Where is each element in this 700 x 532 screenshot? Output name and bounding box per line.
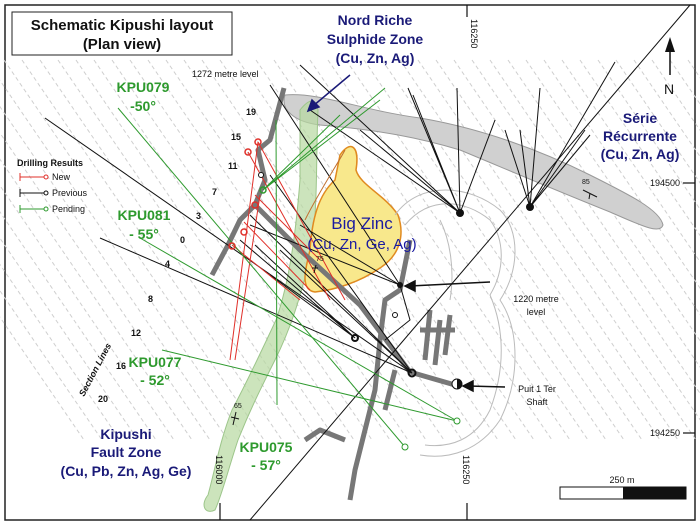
fault-zone-label-1: Kipushi: [100, 426, 151, 442]
nord-riche-arrow: [306, 74, 351, 113]
nord-riche-label-3: (Cu, Zn, Ag): [336, 50, 415, 66]
kpu079-label: KPU079: [117, 79, 170, 95]
kpu077-dip: - 52°: [140, 372, 170, 388]
shaft-label-2: Shaft: [526, 397, 548, 407]
big-zinc-label-1: Big Zinc: [331, 214, 393, 233]
dip-symbols: 75 85 65: [230, 179, 598, 426]
svg-text:11: 11: [228, 161, 238, 171]
svg-text:75: 75: [316, 256, 324, 263]
svg-text:16: 16: [116, 361, 126, 371]
big-zinc-label-2: (Cu, Zn, Ge, Ag): [307, 236, 416, 253]
legend-label: Pending: [52, 204, 85, 214]
legend-title: Drilling Results: [17, 158, 83, 168]
svg-text:20: 20: [98, 394, 108, 404]
legend-item-previous: Previous: [19, 188, 88, 198]
kpu075-dip: - 57°: [251, 457, 281, 473]
big-zinc-zone: [304, 145, 402, 293]
nord-riche-label-2: Sulphide Zone: [327, 31, 424, 47]
nord-riche-label-1: Nord Riche: [338, 12, 413, 28]
svg-text:4: 4: [165, 259, 170, 269]
kpu081-trace: [139, 237, 458, 422]
grid-n-1: 194500: [650, 178, 680, 188]
svg-text:15: 15: [231, 132, 241, 142]
drill-holes-pending: [117, 87, 458, 448]
serie-recurrente-zone: [283, 94, 664, 230]
scale-bar: 250 m: [559, 475, 687, 500]
svg-text:3: 3: [196, 211, 201, 221]
level-1220-label-1: 1220 metre: [513, 294, 559, 304]
fault-zone-label-2: Fault Zone: [91, 444, 162, 460]
grid-e-bottom-2: 116250: [461, 455, 471, 484]
kpu075-label: KPU075: [240, 439, 293, 455]
kpu075-trace: [275, 119, 278, 406]
kpu077-trace: [161, 349, 458, 422]
serie-label-1: Série: [623, 110, 657, 126]
serie-label-2: Récurrente: [603, 128, 677, 144]
north-arrow-icon: [665, 37, 675, 75]
serie-label-3: (Cu, Zn, Ag): [601, 146, 680, 162]
pointer-arrows: [403, 279, 506, 393]
legend-label: Previous: [52, 188, 88, 198]
shaft-icon: [451, 378, 463, 390]
grid-n-2: 194250: [650, 428, 680, 438]
kpu079-trace: [117, 107, 406, 448]
level-1220-label-2: level: [527, 307, 546, 317]
legend-item-pending: Pending: [19, 204, 85, 214]
svg-text:0: 0: [180, 235, 185, 245]
title-line2: (Plan view): [83, 36, 161, 53]
collars: [228, 138, 534, 451]
grid-ticks: [219, 5, 695, 520]
svg-text:8: 8: [148, 294, 153, 304]
legend: Drilling Results New Previous Pending: [17, 158, 88, 214]
svg-text:19: 19: [246, 107, 256, 117]
svg-text:7: 7: [212, 187, 217, 197]
kpu077-label: KPU077: [129, 354, 182, 370]
drill-holes-new: [229, 141, 346, 361]
fault-zone-label-3: (Cu, Pb, Zn, Ag, Ge): [61, 463, 192, 479]
title-line1: Schematic Kipushi layout: [31, 17, 214, 34]
section-numbers: 19 15 11 7 3 0 4 8 12 16 20: [98, 107, 256, 404]
title-box: [11, 11, 233, 56]
kpu079-dip: -50°: [130, 98, 156, 114]
legend-label: New: [52, 172, 71, 182]
kpu081-label: KPU081: [118, 207, 171, 223]
svg-text:12: 12: [131, 328, 141, 338]
svg-text:85: 85: [582, 179, 590, 186]
level-1272-label: 1272 metre level: [192, 69, 259, 79]
grid-e-bottom-1: 116000: [214, 455, 224, 484]
north-label: N: [664, 81, 674, 97]
drill-hole-orange: [304, 149, 346, 221]
kpu081-dip: - 55°: [129, 226, 159, 242]
legend-item-new: New: [19, 172, 71, 182]
svg-text:65: 65: [234, 403, 242, 410]
svg-text:250 m: 250 m: [609, 475, 634, 485]
shaft-label-1: Puit 1 Ter: [518, 384, 556, 394]
grid-e-top: 116250: [469, 19, 479, 48]
